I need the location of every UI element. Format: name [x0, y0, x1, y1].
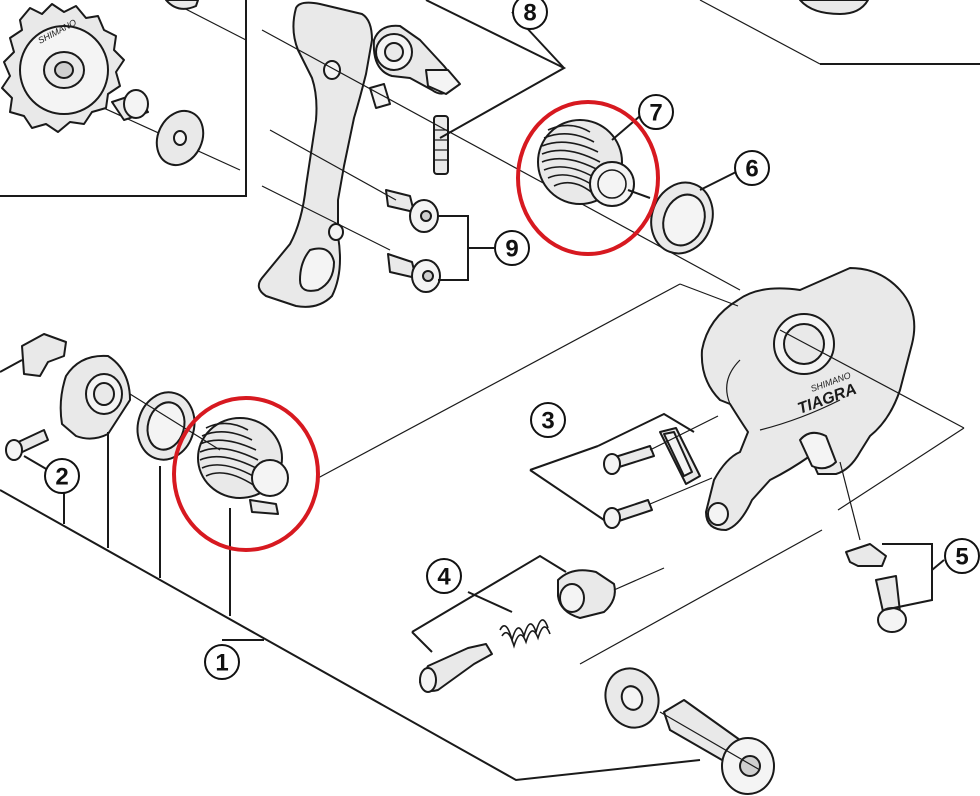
callout-label-4: 4: [437, 564, 451, 591]
outer-plate: [257, 1, 391, 308]
pulley-inset: SHIMANO: [0, 0, 247, 197]
adjuster-bolt: [419, 643, 493, 693]
callout-8: 8: [512, 0, 548, 30]
screw-3-lower: [603, 499, 653, 529]
callout-label-5: 5: [955, 544, 968, 571]
pivot-bolt: [663, 699, 775, 795]
adjuster-clip: [845, 543, 887, 567]
highlight-circle-upper: [516, 100, 660, 256]
washer-6: [650, 181, 714, 255]
callout-label-3: 3: [541, 408, 554, 435]
pulley-bushing: [111, 89, 149, 121]
callout-label-8: 8: [523, 0, 536, 27]
pivot-washer: [604, 667, 660, 729]
adjuster-spring: [499, 619, 551, 649]
b-tension-screw: [5, 429, 49, 461]
highlight-circle-lower: [172, 396, 320, 552]
b-tension-bracket: [21, 333, 67, 377]
callout-label-2: 2: [55, 464, 68, 491]
callout-5: 5: [944, 538, 980, 574]
tension-spring-upper: [537, 119, 651, 207]
cable-adjuster-barrel: [557, 569, 616, 619]
top-edge-part: [165, 0, 199, 10]
callout-label-6: 6: [745, 156, 758, 183]
callout-label-1: 1: [215, 650, 228, 677]
tension-spring-lower: [129, 393, 289, 515]
leader-lines: [0, 0, 945, 782]
callout-3: 3: [530, 402, 566, 438]
callout-4: 4: [426, 558, 462, 594]
callout-label-9: 9: [505, 236, 518, 263]
callout-6: 6: [734, 150, 770, 186]
callout-9: 9: [494, 230, 530, 266]
screw-upper: [385, 189, 439, 233]
callout-label-7: 7: [649, 100, 662, 127]
adjuster-screw: [875, 575, 907, 633]
pulley-wheel: SHIMANO: [1, 3, 125, 133]
upper-right-part: [699, 0, 980, 65]
axle-assembly: [372, 24, 461, 175]
pulley-washer: [155, 109, 205, 167]
screw-lower: [387, 253, 441, 293]
screw-3-upper: [603, 445, 655, 475]
callout-1: 1: [204, 644, 240, 680]
callout-7: 7: [638, 94, 674, 130]
clamp-plate: [659, 427, 701, 485]
b-tension-plate: [59, 354, 131, 440]
inset-frame: [0, 0, 247, 197]
callout-2: 2: [44, 458, 80, 494]
derailleur-body: SHIMANO TIAGRA: [700, 267, 916, 531]
